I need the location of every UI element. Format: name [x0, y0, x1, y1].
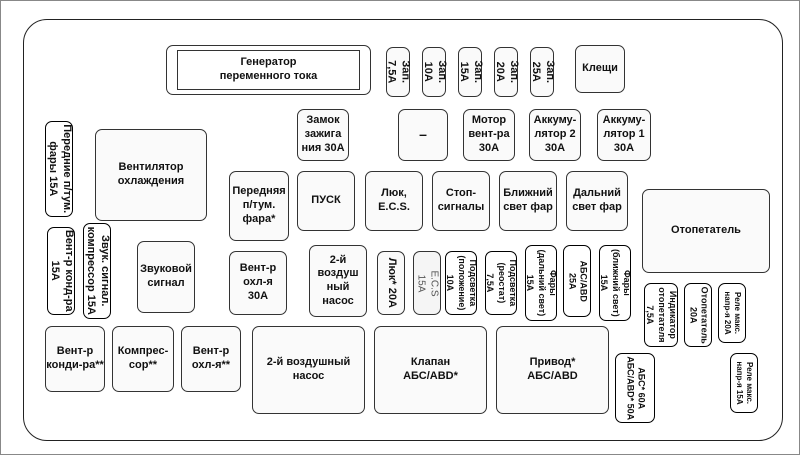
- stop-signals-label: Стоп- сигналы: [437, 187, 485, 213]
- fuse-20a-label: Зап. 20А: [494, 60, 520, 84]
- ignition-lock-box: Замок зажига ния 30А: [297, 109, 349, 161]
- secondary-air-box: 2-й воздуш ный насос: [309, 245, 367, 317]
- heater-box: Отопетатель: [642, 189, 770, 273]
- fuse-15a: Зап. 15А: [458, 47, 484, 97]
- fuse-7-5a-label: Зап. 7,5А: [386, 60, 412, 84]
- high-beam-label: Дальний свет фар: [572, 187, 622, 213]
- hatch-ecs-box: Люк, E.C.S.: [365, 171, 423, 231]
- dash-label: –: [419, 126, 427, 143]
- high-beam-15a-label: Фары (дальний свет) 15А: [525, 249, 558, 317]
- ac-fan-fuse: Вент-р конд-ра 15А: [47, 227, 75, 315]
- ac-fan-fuse-label: Вент-р конд-ра 15А: [49, 230, 75, 312]
- washer-motor-label: Мотор вент-ра 30А: [468, 114, 510, 154]
- generator-inner-frame: [177, 50, 360, 90]
- low-beam-box: Ближний свет фар: [499, 171, 557, 231]
- front-fog-fuse: Передние п/тум. фары 15А: [45, 121, 73, 217]
- heater-label: Отопетатель: [671, 224, 741, 237]
- front-fog-lamp-label: Передняя п/тум. фара*: [232, 185, 286, 225]
- abs-drive-box: Привод* АБС/ABD: [496, 326, 609, 414]
- abs-25a-label: АБС/ABD 25А: [567, 260, 589, 302]
- light-position-fuse: Подсветка (положение) 10А: [445, 251, 478, 315]
- compressor-box: Компрес- сор**: [112, 326, 174, 392]
- abs-25a-fuse: АБС/ABD 25А: [563, 245, 591, 317]
- cooling-fan-box: Вентилятор охлаждения: [95, 129, 207, 221]
- ecs-15a-label: E.C.S 15А: [416, 269, 440, 297]
- battery-1-label: Аккуму- лятор 1 30А: [602, 114, 646, 154]
- radiator-fan-2-label: Вент-р охл-я**: [191, 345, 231, 371]
- start-box: ПУСК: [297, 171, 355, 231]
- heater-20a-label: Отопетатель 20А: [688, 286, 710, 344]
- low-beam-15a-fuse: Фары (ближний свет) 15А: [599, 245, 632, 321]
- washer-motor-box: Мотор вент-ра 30А: [463, 109, 515, 161]
- light-rheostat-fuse: Подсветка (реостат) 7,5А: [485, 251, 518, 315]
- horn-ac-fuse: Звук. сигнал. компрессор 15А: [83, 223, 111, 319]
- low-beam-label: Ближний свет фар: [503, 187, 553, 213]
- secondary-air-label: 2-й воздуш ный насос: [317, 253, 359, 307]
- radiator-fan-2-box: Вент-р охл-я**: [181, 326, 241, 392]
- front-fog-lamp-box: Передняя п/тум. фара*: [229, 171, 289, 241]
- generator-box: Генератор переменного тока: [166, 45, 371, 95]
- secondary-air-pump-box: 2-й воздушный насос: [252, 326, 365, 414]
- heater-indicator-fuse: Индикатор отопетателя 7,5А: [644, 283, 678, 347]
- terminals-label: Клещи: [582, 62, 618, 75]
- generator-label: Генератор переменного тока: [219, 56, 318, 82]
- low-beam-15a-label: Фары (ближний свет) 15А: [599, 249, 632, 317]
- fuse-20a: Зап. 20А: [494, 47, 520, 97]
- terminals-box: Клещи: [575, 45, 625, 93]
- hatch-20a-label: Люк* 20А: [385, 257, 398, 309]
- abs-fuses-label: АБС* 60А АБС/ABD* 50А: [625, 356, 647, 420]
- relay-20a-fuse: Реле макс. напр-я 20А: [718, 283, 746, 343]
- heater-indicator-label: Индикатор отопетателя 7,5А: [645, 287, 678, 343]
- ac-fan-label: Вент-р конди-ра**: [46, 345, 104, 371]
- heater-20a-fuse: Отопетатель 20А: [684, 283, 712, 347]
- horn-label: Звуковой сигнал: [140, 263, 192, 289]
- ecs-15a-fuse: E.C.S 15А: [413, 251, 441, 315]
- dash-box: –: [398, 109, 448, 161]
- ignition-lock-label: Замок зажига ния 30А: [301, 114, 345, 154]
- relay-15a-label: Реле макс. напр-я 15А: [735, 361, 754, 405]
- radiator-fan-box: Вент-р охл-я 30А: [229, 251, 287, 315]
- relay-20a-label: Реле макс. напр-я 20А: [723, 291, 742, 335]
- high-beam-15a-fuse: Фары (дальний свет) 15А: [525, 245, 558, 321]
- light-position-label: Подсветка (положение) 10А: [445, 255, 478, 311]
- radiator-fan-label: Вент-р охл-я 30А: [239, 262, 277, 302]
- stop-signals-box: Стоп- сигналы: [432, 171, 490, 231]
- relay-15a-fuse: Реле макс. напр-я 15А: [730, 353, 758, 413]
- battery-2-label: Аккуму- лятор 2 30А: [533, 114, 577, 154]
- battery-1-box: Аккуму- лятор 1 30А: [597, 109, 651, 161]
- high-beam-box: Дальний свет фар: [566, 171, 628, 231]
- abs-fuses-box: АБС* 60А АБС/ABD* 50А: [615, 353, 655, 423]
- ac-fan-box: Вент-р конди-ра**: [45, 326, 105, 392]
- abs-drive-label: Привод* АБС/ABD: [527, 356, 578, 382]
- fuse-7-5a: Зап. 7,5А: [386, 47, 412, 97]
- front-fog-fuse-label: Передние п/тум. фары 15А: [47, 124, 73, 214]
- compressor-label: Компрес- сор**: [117, 345, 169, 371]
- fuse-25a-label: Зап. 25А: [530, 60, 556, 84]
- hatch-ecs-label: Люк, E.C.S.: [378, 187, 410, 213]
- fuse-25a: Зап. 25А: [530, 47, 556, 97]
- secondary-air-pump-label: 2-й воздушный насос: [266, 356, 351, 382]
- abs-valve-label: Клапан АБС/ABD*: [403, 356, 458, 382]
- horn-box: Звуковой сигнал: [137, 241, 195, 313]
- start-label: ПУСК: [311, 194, 341, 207]
- abs-valve-box: Клапан АБС/ABD*: [374, 326, 487, 414]
- fuse-10a: Зап. 10А: [422, 47, 448, 97]
- light-rheostat-label: Подсветка (реостат) 7,5А: [485, 259, 518, 307]
- hatch-20a-fuse: Люк* 20А: [377, 251, 405, 315]
- horn-ac-fuse-label: Звук. сигнал. компрессор 15А: [85, 226, 111, 316]
- fuse-10a-label: Зап. 10А: [422, 60, 448, 84]
- fuse-15a-label: Зап. 15А: [458, 60, 484, 84]
- cooling-fan-label: Вентилятор охлаждения: [117, 161, 185, 187]
- battery-2-box: Аккуму- лятор 2 30А: [529, 109, 581, 161]
